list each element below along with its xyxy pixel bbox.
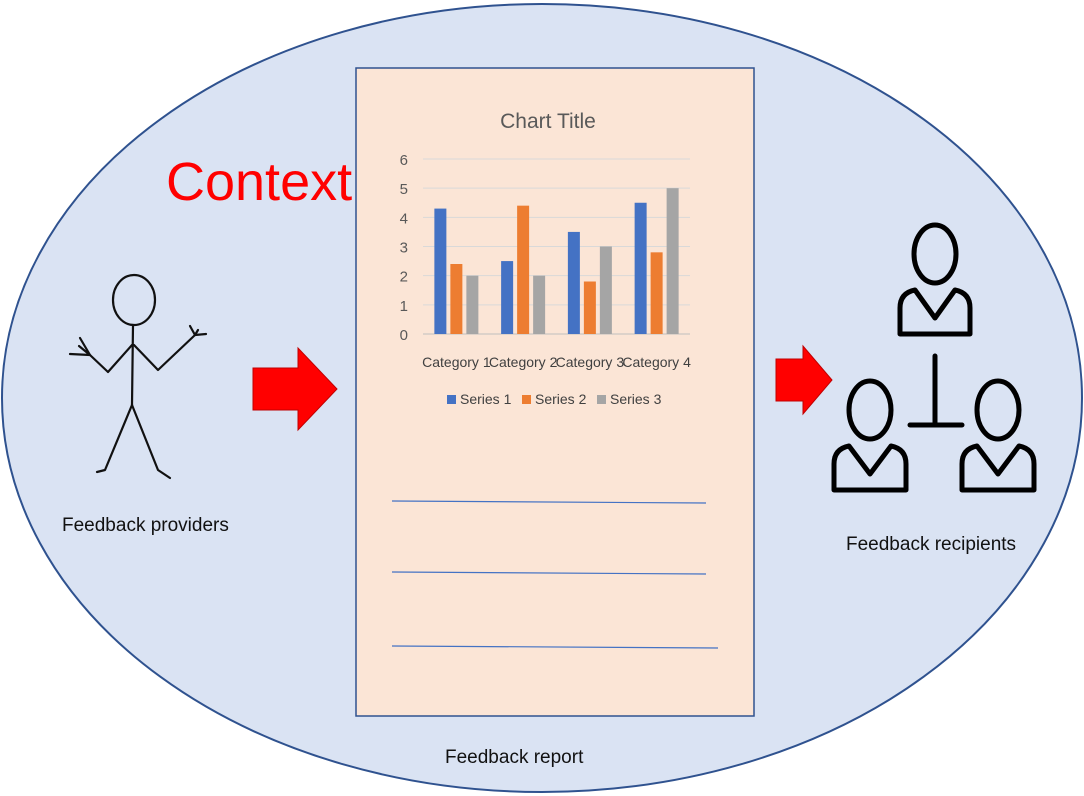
chart-bar (450, 264, 463, 334)
chart-bar (650, 252, 663, 334)
providers-label: Feedback providers (62, 515, 229, 536)
person-icon-top (897, 222, 973, 337)
chart-bar (634, 202, 647, 334)
legend-swatch (597, 395, 606, 404)
chart-bar (599, 246, 612, 334)
legend-label: Series 2 (535, 391, 587, 407)
right-arrow-icon (252, 346, 338, 432)
chart-x-tick-label: Category 2 (489, 354, 558, 370)
context-label: Context (166, 152, 352, 212)
chart-bar (434, 208, 447, 334)
chart-bar (501, 261, 514, 334)
report-label: Feedback report (445, 747, 584, 768)
recipients-label: Feedback recipients (846, 534, 1016, 555)
chart-y-tick-label: 5 (400, 181, 408, 198)
legend-label: Series 3 (610, 391, 662, 407)
chart-y-axis: 0 1 2 3 4 5 6 (400, 152, 408, 344)
chart-y-tick-label: 2 (400, 269, 408, 286)
chart-y-tick-label: 0 (400, 327, 408, 344)
chart-legend: Series 1 Series 2 Series 3 (447, 391, 662, 407)
legend-swatch (522, 395, 531, 404)
chart-bar (466, 275, 479, 334)
chart-x-tick-label: Category 3 (556, 354, 625, 370)
legend-label: Series 1 (460, 391, 512, 407)
chart-bar (567, 231, 580, 334)
report-line (391, 571, 707, 575)
chart-x-tick-label: Category 4 (622, 354, 691, 370)
chart-x-tick-label: Category 1 (422, 354, 491, 370)
chart-bar (533, 275, 546, 334)
legend-swatch (447, 395, 456, 404)
people-hierarchy-icon (831, 222, 1037, 493)
chart-y-tick-label: 3 (400, 240, 408, 257)
chart-bar (583, 281, 596, 334)
stick-figure-icon (68, 273, 208, 480)
report-line (391, 500, 707, 504)
person-icon-right (959, 378, 1037, 493)
chart-bars (434, 188, 679, 334)
chart-y-tick-label: 4 (400, 210, 408, 227)
chart-bar (517, 205, 530, 334)
right-arrow-icon (775, 344, 833, 416)
chart-y-tick-label: 1 (400, 298, 408, 315)
feedback-report-page (355, 67, 755, 717)
person-icon-left (831, 378, 909, 493)
chart-y-tick-label: 6 (400, 152, 408, 169)
report-line (391, 645, 719, 649)
chart-title: Chart Title (500, 110, 596, 133)
chart-bar (666, 188, 679, 334)
